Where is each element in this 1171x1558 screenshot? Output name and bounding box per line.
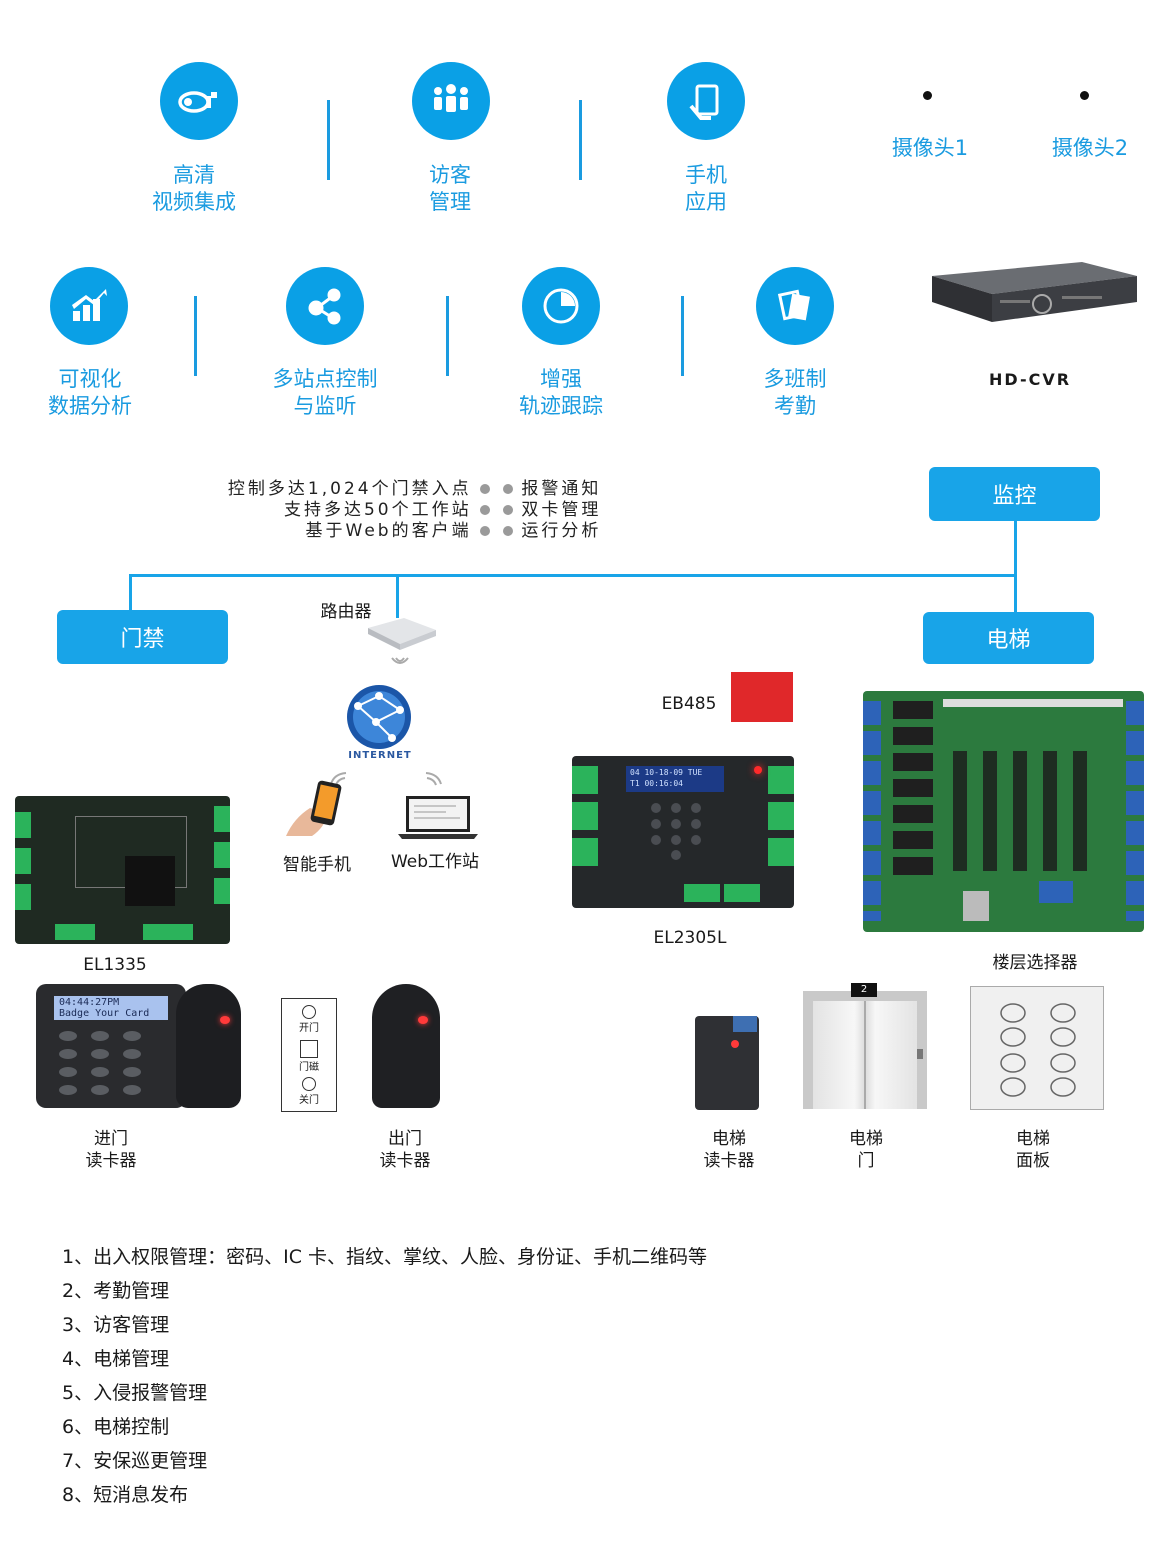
- camera-1-dot: [923, 91, 932, 100]
- attendance-feature-icon: [756, 267, 834, 345]
- divider: [579, 100, 582, 180]
- list-item: 3、访客管理: [62, 1314, 170, 1336]
- feature-label-data-analysis: 可视化数据分析: [48, 367, 132, 418]
- router-label: 路由器: [320, 602, 372, 622]
- el2305l-controller-board: 04 10-18-09 TUE T1 00:16:04: [572, 756, 794, 908]
- feature-label-hd-video: 高清视频集成: [152, 163, 236, 214]
- open-door-label: 开门: [299, 1023, 319, 1034]
- visitor-feature-icon: [412, 62, 490, 140]
- wifi-icon: [420, 770, 444, 790]
- elevator-door-label: 电梯门: [849, 1129, 883, 1171]
- spec-list-right: 报警通知 双卡管理 运行分析: [503, 479, 663, 542]
- divider: [681, 296, 684, 376]
- floor-selector-label: 楼层选择器: [992, 953, 1078, 973]
- pie-clock-icon: [543, 288, 579, 324]
- data-analysis-feature-icon: [50, 267, 128, 345]
- exit-card-reader: [372, 984, 440, 1108]
- list-item: 4、电梯管理: [62, 1348, 170, 1370]
- hd-video-feature-icon: [160, 62, 238, 140]
- list-item: 2、考勤管理: [62, 1280, 170, 1302]
- camera-1-label: 摄像头1: [891, 136, 969, 160]
- elevator-door: 2: [803, 983, 927, 1109]
- door-magnet-label: 门磁: [299, 1062, 319, 1073]
- divider: [194, 296, 197, 376]
- list-item: 7、安保巡更管理: [62, 1450, 208, 1472]
- feature-label-attendance: 多班制考勤: [763, 367, 827, 418]
- hd-cvr-label: HD-CVR: [988, 370, 1072, 389]
- access-box: 门禁: [57, 610, 228, 664]
- list-item: 8、短消息发布: [62, 1484, 189, 1506]
- eb485-label: EB485: [661, 694, 717, 714]
- entry-reader-label: 进门读卡器: [85, 1129, 137, 1171]
- el1335-label: EL1335: [83, 955, 147, 975]
- camera-2-dot: [1080, 91, 1089, 100]
- exit-reader-label: 出门读卡器: [379, 1129, 431, 1171]
- smartphone-in-hand: [284, 778, 354, 840]
- internet-label: INTERNET: [348, 750, 412, 761]
- access-connector: [129, 574, 132, 612]
- feature-list: 1、出入权限管理：密码、IC 卡、指纹、掌纹、人脸、身份证、手机二维码等 2、考…: [62, 1240, 707, 1512]
- elevator-card-reader: [695, 1016, 759, 1110]
- entry-keypad-reader: 04:44:27PM Badge Your Card: [36, 984, 241, 1108]
- list-item: 5、入侵报警管理: [62, 1382, 208, 1404]
- floor-selector-board: [863, 691, 1144, 932]
- feature-label-visitor: 访客管理: [429, 163, 471, 214]
- camera-icon: [178, 91, 217, 113]
- exit-button-panel: 开门 门磁 关门: [281, 998, 337, 1112]
- bar-chart-icon: [72, 289, 107, 321]
- feature-label-mobile: 手机应用: [685, 163, 727, 214]
- elevator-floor-display: 2: [851, 983, 877, 997]
- camera-2-label: 摄像头2: [1051, 136, 1129, 160]
- divider: [446, 296, 449, 376]
- shift-cards-icon: [777, 289, 810, 321]
- el2305l-label: EL2305L: [653, 928, 727, 948]
- keypad-screen-line-2: Badge Your Card: [59, 1008, 150, 1019]
- mobile-app-icon: [689, 84, 719, 120]
- elevator-panel-label: 电梯面板: [1016, 1129, 1050, 1171]
- smartphone-label: 智能手机: [283, 855, 351, 875]
- feature-label-tracking: 增强轨迹跟踪: [519, 367, 603, 418]
- bus-line: [129, 574, 1017, 577]
- monitor-box: 监控: [929, 467, 1100, 521]
- feature-label-multisite: 多站点控制与监听: [272, 367, 378, 418]
- web-workstation-laptop: [396, 794, 480, 840]
- router-connector: [396, 574, 399, 618]
- internet-globe-icon: [336, 682, 422, 752]
- list-item: 1、出入权限管理：密码、IC 卡、指纹、掌纹、人脸、身份证、手机二维码等: [62, 1246, 707, 1268]
- multisite-feature-icon: [286, 267, 364, 345]
- controller-screen-line-1: 04 10-18-09 TUE: [630, 768, 703, 777]
- spec-list-left: 控制多达1,024个门禁入点 支持多达50个工作站 基于Web的客户端: [180, 479, 490, 542]
- elevator-reader-label: 电梯读卡器: [703, 1129, 755, 1171]
- visitors-icon: [434, 84, 468, 112]
- list-item: 6、电梯控制: [62, 1416, 170, 1438]
- eb485-module: [731, 672, 793, 722]
- close-door-label: 关门: [299, 1095, 319, 1106]
- mobile-feature-icon: [667, 62, 745, 140]
- web-workstation-label: Web工作站: [390, 852, 480, 872]
- controller-screen-line-2: T1 00:16:04: [630, 779, 683, 788]
- monitor-connector: [1014, 521, 1017, 613]
- tracking-feature-icon: [522, 267, 600, 345]
- wifi-icon: [388, 654, 412, 674]
- router-device: [364, 614, 440, 654]
- elevator-button-panel: [970, 986, 1104, 1110]
- el1335-controller-board: [15, 796, 230, 944]
- divider: [327, 100, 330, 180]
- hd-cvr-device: [922, 258, 1142, 328]
- network-share-icon: [308, 288, 341, 325]
- keypad-screen-line-1: 04:44:27PM: [59, 997, 120, 1008]
- controller-keypad: [646, 800, 716, 860]
- elevator-box: 电梯: [923, 612, 1094, 664]
